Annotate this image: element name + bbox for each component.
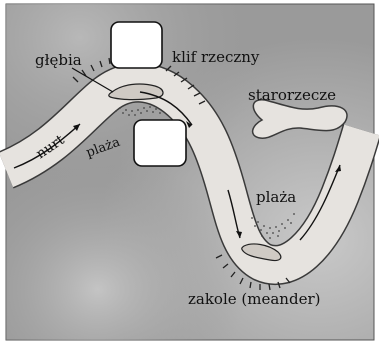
label-zakole: zakole (meander) [188,290,320,308]
label-starorzecze: starorzecze [248,86,336,104]
answer-box-2[interactable] [134,120,186,166]
label-klif: klif rzeczny [172,48,260,66]
answer-box-1[interactable] [111,22,162,68]
label-plaza-lower: plaża [256,188,296,206]
label-glebia: głębia [35,51,82,69]
